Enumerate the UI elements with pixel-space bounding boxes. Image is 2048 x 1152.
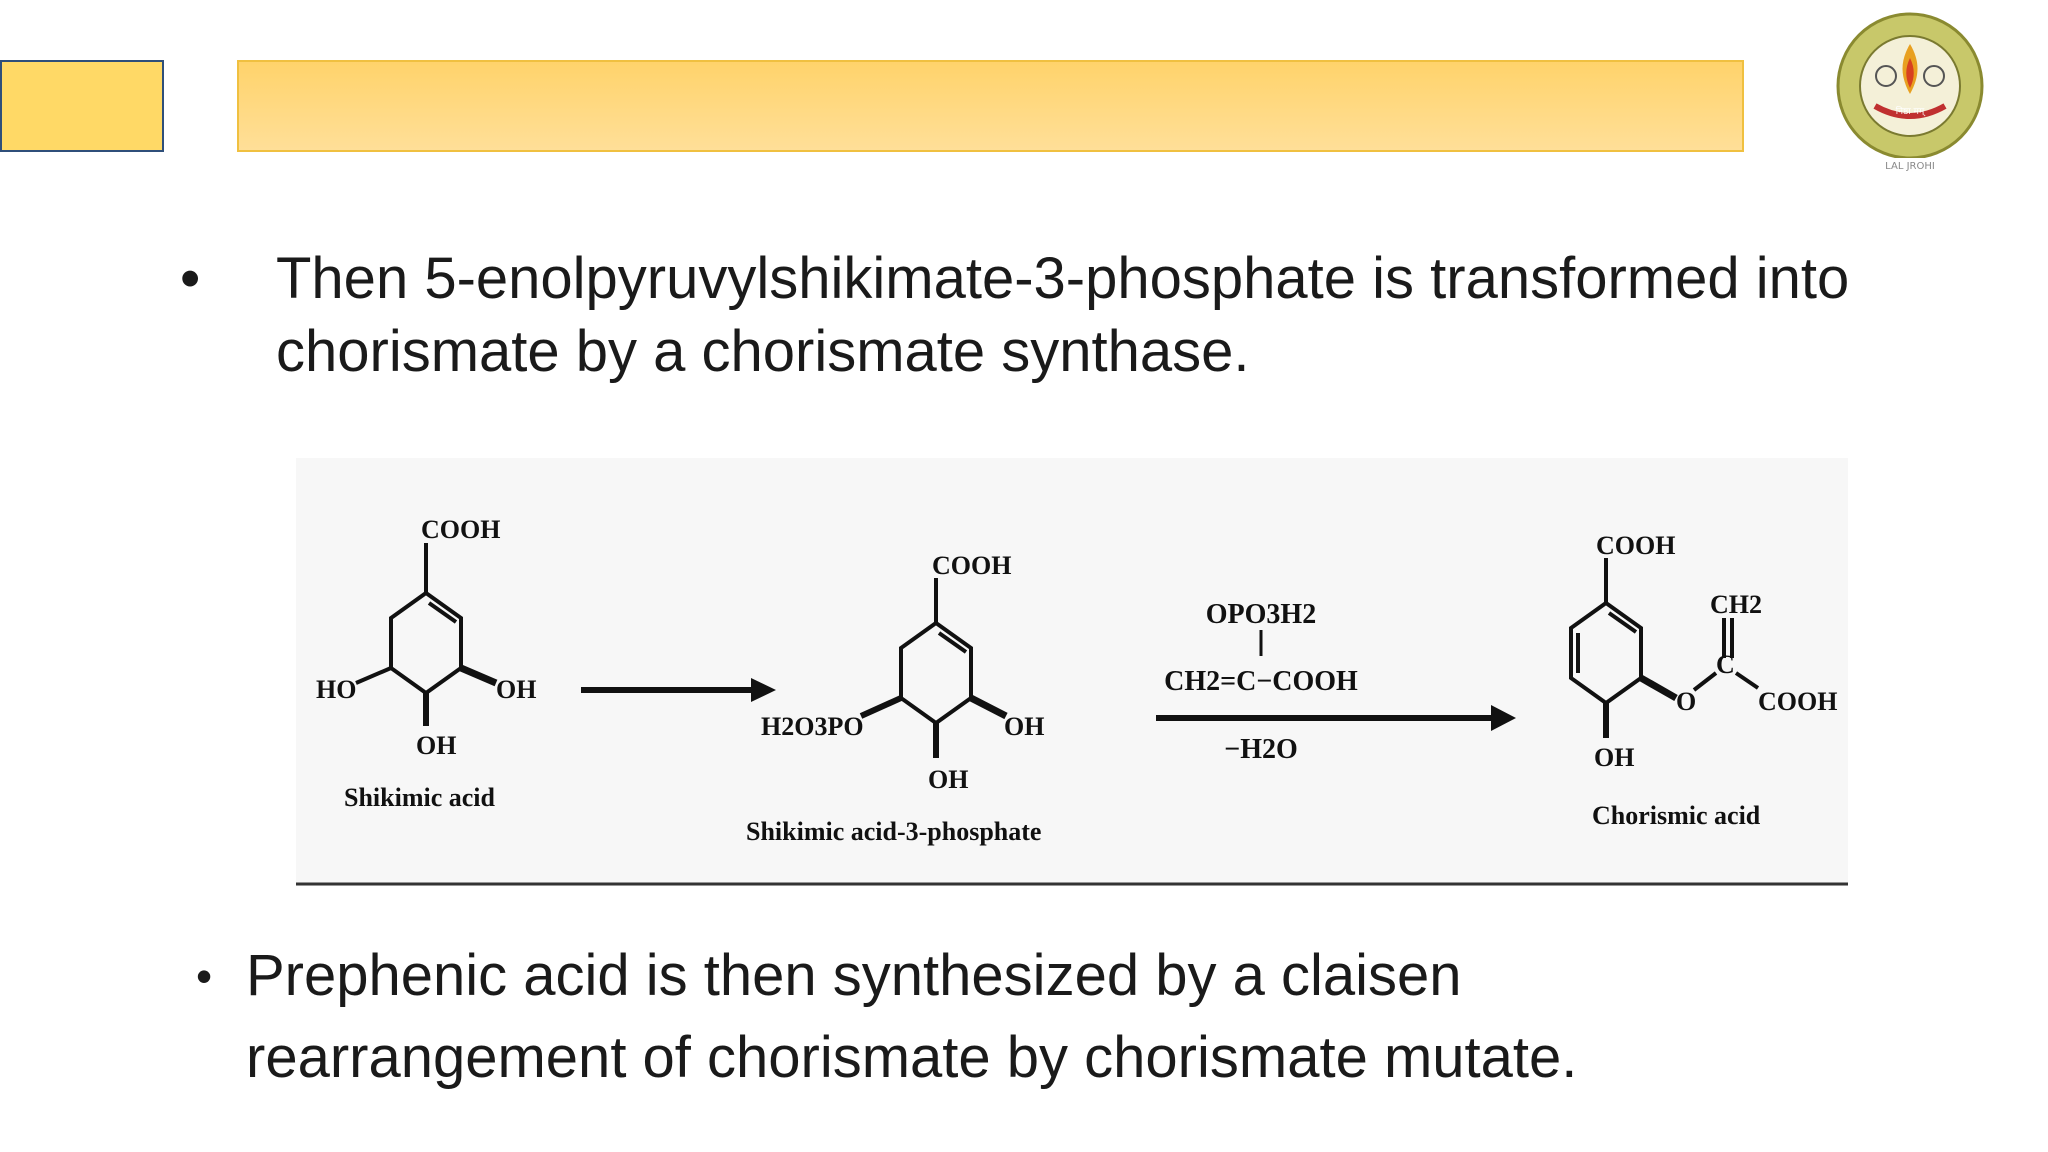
svg-text:O: O xyxy=(1676,687,1696,716)
svg-text:COOH: COOH xyxy=(1596,531,1675,560)
bullet-text: Then 5-enolpyruvylshikimate-3-phosphate … xyxy=(276,246,1850,384)
svg-text:OH: OH xyxy=(496,675,536,704)
svg-text:OH: OH xyxy=(416,731,456,760)
svg-text:C: C xyxy=(1716,650,1735,679)
svg-text:COOH: COOH xyxy=(932,551,1011,580)
bullet-text: Prephenic acid is then synthesized by a … xyxy=(246,943,1578,1090)
reaction-scheme: COOH HO OH OH Shikimic acid COOH H2O3PO … xyxy=(296,458,1848,886)
svg-text:OH: OH xyxy=(1004,712,1044,741)
molecule-shikimic-acid-3-phosphate xyxy=(859,578,1008,758)
molecule-shikimic-acid xyxy=(355,543,498,726)
title-bar xyxy=(237,60,1744,152)
accent-square xyxy=(0,60,164,152)
institution-logo: निष्ठा मम् LAL JROHI xyxy=(1836,12,1984,172)
bullet-symbol: • xyxy=(196,950,213,1002)
svg-text:COOH: COOH xyxy=(421,515,500,544)
svg-text:LAL JROHI: LAL JROHI xyxy=(1885,161,1935,172)
svg-text:OPO3H2: OPO3H2 xyxy=(1206,599,1316,630)
svg-text:Chorismic acid: Chorismic acid xyxy=(1592,801,1761,830)
svg-text:निष्ठा मम्: निष्ठा मम् xyxy=(1896,105,1927,117)
svg-text:H2O3PO: H2O3PO xyxy=(761,712,864,741)
svg-text:HO: HO xyxy=(316,675,356,704)
svg-text:−H2O: −H2O xyxy=(1224,734,1298,765)
svg-text:CH2=C−COOH: CH2=C−COOH xyxy=(1164,666,1358,697)
bullet-symbol: • xyxy=(180,246,201,311)
svg-text:COOH: COOH xyxy=(1758,687,1837,716)
svg-text:OH: OH xyxy=(928,765,968,794)
svg-text:CH2: CH2 xyxy=(1710,590,1762,619)
svg-text:Shikimic acid: Shikimic acid xyxy=(344,783,496,812)
svg-text:OH: OH xyxy=(1594,743,1634,772)
molecule-chorismic-acid xyxy=(1569,558,1760,738)
svg-text:Shikimic acid-3-phosphate: Shikimic acid-3-phosphate xyxy=(746,817,1041,846)
